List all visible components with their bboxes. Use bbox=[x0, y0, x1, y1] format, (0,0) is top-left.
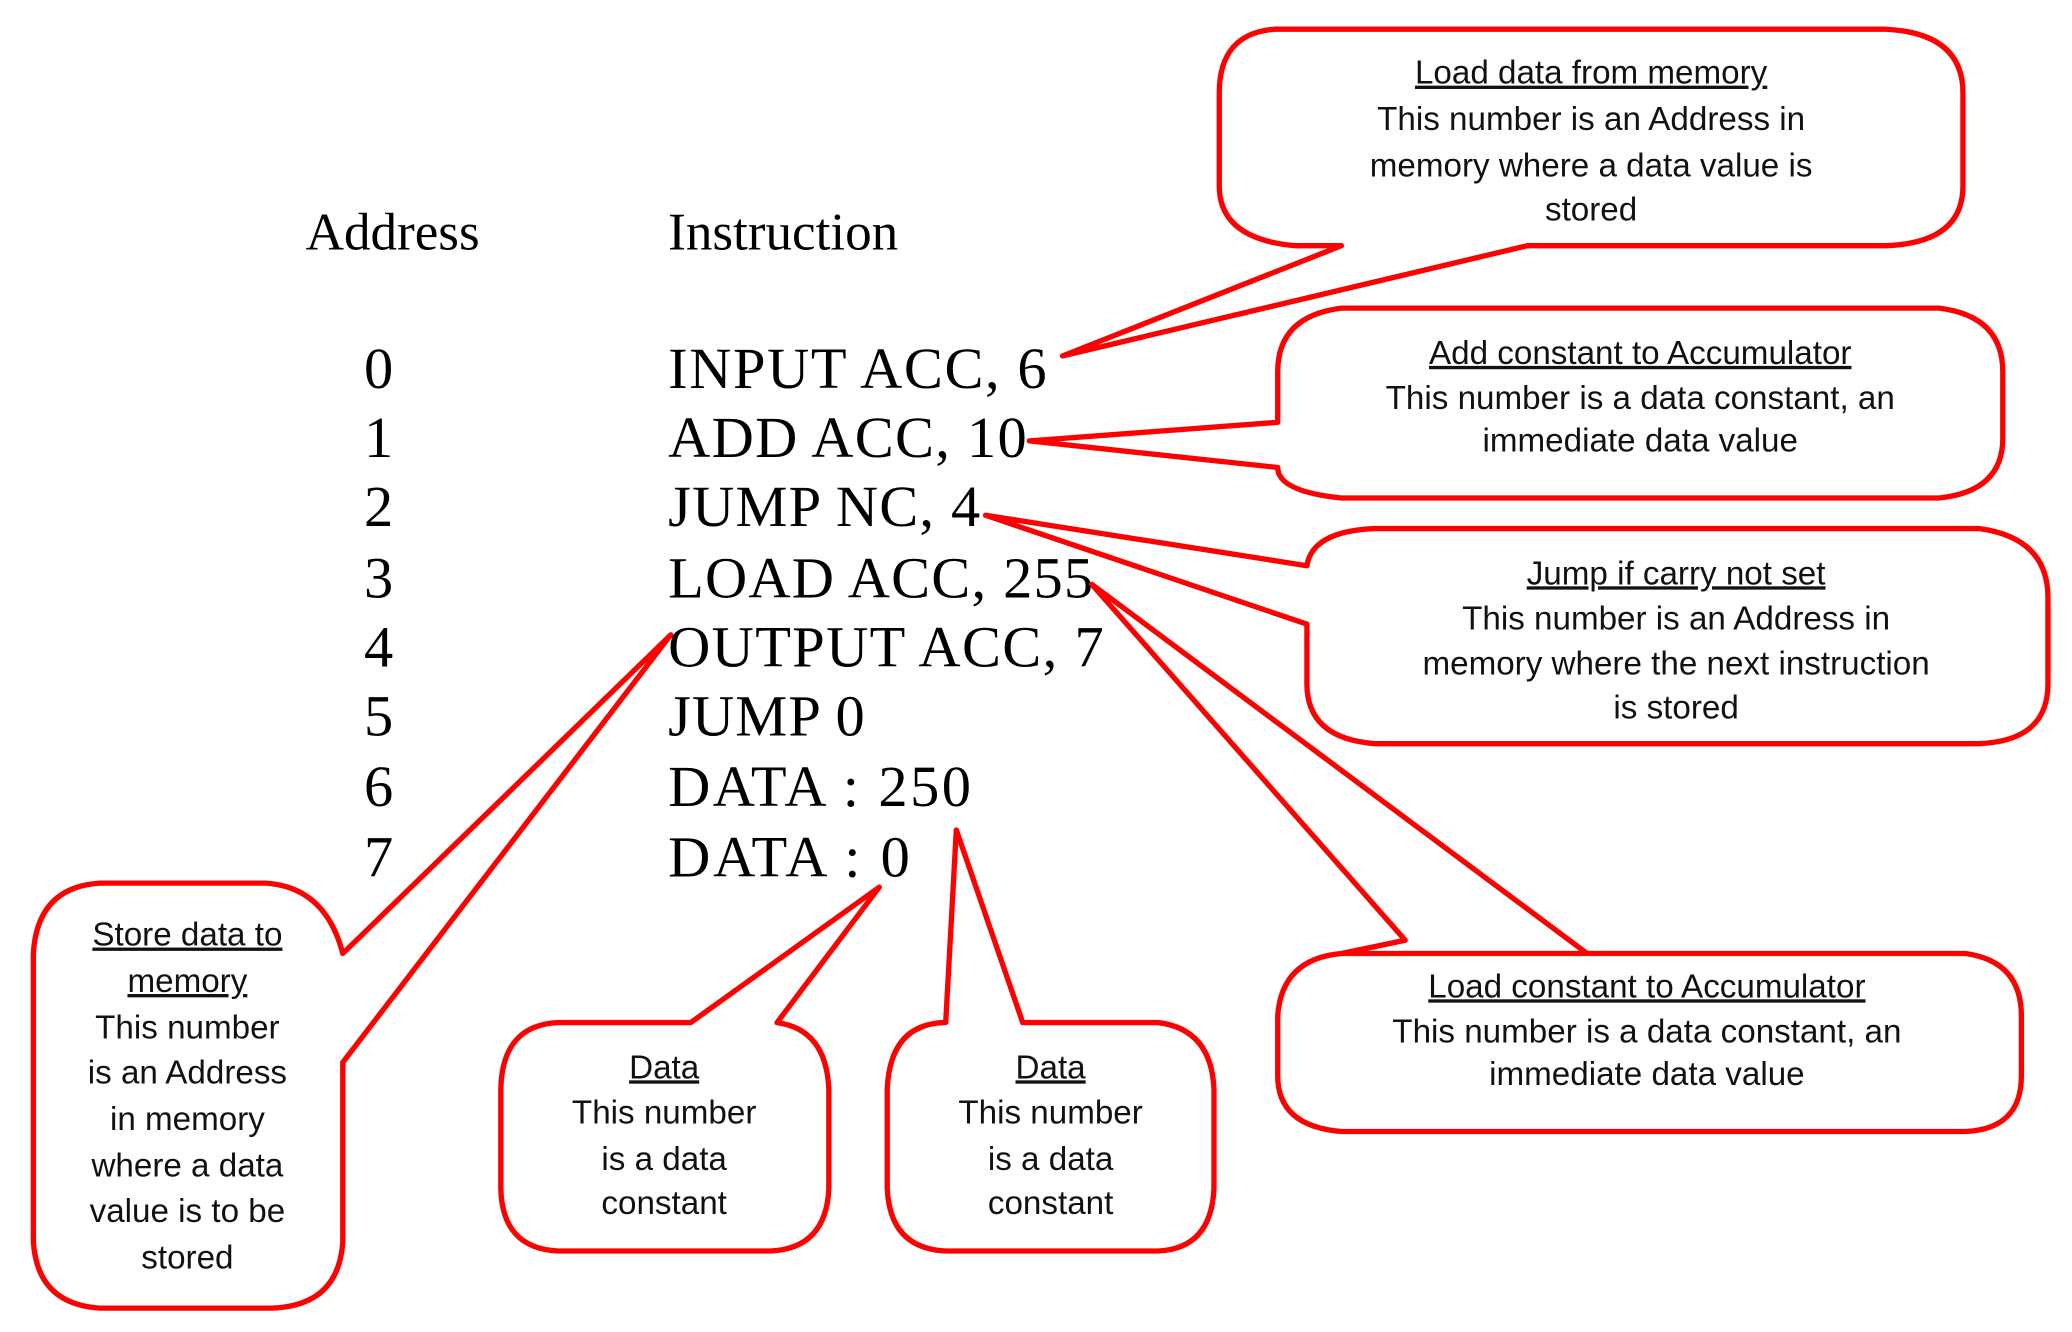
row-instruction: OUTPUT ACC, 7 bbox=[668, 615, 1104, 680]
row-address: 7 bbox=[364, 824, 393, 889]
callout-line: in memory bbox=[110, 1101, 265, 1138]
callout-line: is a data bbox=[601, 1141, 727, 1178]
callout-line: immediate data value bbox=[1483, 423, 1798, 460]
callout-title: Load data from memory bbox=[1415, 55, 1768, 92]
callout-load-data: Load data from memory This number is an … bbox=[1059, 26, 1966, 359]
callout-line: This number is a data constant, an bbox=[1386, 380, 1895, 417]
row-address: 5 bbox=[364, 684, 393, 749]
callout-title: Load constant to Accumulator bbox=[1428, 968, 1865, 1005]
callout-title: memory bbox=[127, 963, 247, 1000]
callout-line: value is to be bbox=[90, 1193, 286, 1230]
callout-line: immediate data value bbox=[1489, 1056, 1804, 1093]
row-instruction: DATA : 0 bbox=[668, 824, 910, 889]
callout-line: stored bbox=[141, 1239, 233, 1276]
callout-line: memory where the next instruction bbox=[1422, 646, 1929, 683]
callout-shape bbox=[1026, 305, 2006, 501]
callout-data-0: Data This number is a data constant bbox=[498, 884, 882, 1254]
callout-line: This number is an Address in bbox=[1462, 600, 1890, 637]
callout-title: Jump if carry not set bbox=[1527, 555, 1826, 592]
listing: 0 INPUT ACC, 6 1 ADD ACC, 10 2 JUMP NC, … bbox=[364, 336, 1104, 890]
callout-line: This number is an Address in bbox=[1377, 101, 1805, 138]
callout-line: is a data bbox=[988, 1141, 1114, 1178]
row-instruction: JUMP 0 bbox=[668, 684, 865, 749]
callout-title: Store data to bbox=[92, 917, 282, 954]
callout-line: constant bbox=[601, 1185, 726, 1222]
callout-title: Data bbox=[629, 1049, 700, 1086]
row-instruction: DATA : 250 bbox=[668, 754, 971, 819]
callout-load-constant: Load constant to Accumulator This number… bbox=[1089, 581, 2025, 1135]
row-instruction: LOAD ACC, 255 bbox=[668, 546, 1093, 611]
callout-shape bbox=[982, 512, 2051, 747]
callout-shape bbox=[1059, 26, 1966, 359]
callout-line: is stored bbox=[1613, 689, 1738, 726]
callout-line: This number bbox=[95, 1010, 279, 1047]
row-instruction: INPUT ACC, 6 bbox=[668, 336, 1046, 401]
callout-line: stored bbox=[1545, 191, 1637, 228]
callout-line: constant bbox=[988, 1185, 1113, 1222]
callout-line: This number is a data constant, an bbox=[1392, 1013, 1901, 1050]
row-address: 2 bbox=[364, 474, 393, 539]
callout-title: Data bbox=[1016, 1049, 1087, 1086]
row-address: 4 bbox=[364, 615, 393, 680]
callout-shape bbox=[1089, 581, 2025, 1135]
row-address: 6 bbox=[364, 754, 393, 819]
callout-shape bbox=[498, 884, 882, 1254]
callout-line: This number bbox=[572, 1095, 756, 1132]
callout-line: where a data bbox=[90, 1148, 283, 1185]
callout-store-data: Store data to memory This number is an A… bbox=[30, 632, 674, 1311]
callout-title: Add constant to Accumulator bbox=[1429, 335, 1851, 372]
row-address: 3 bbox=[364, 546, 393, 611]
callout-jump-nc: Jump if carry not set This number is an … bbox=[982, 512, 2051, 747]
row-address: 0 bbox=[364, 336, 393, 401]
callout-shape bbox=[30, 632, 674, 1311]
callout-line: This number bbox=[958, 1095, 1142, 1132]
row-instruction: ADD ACC, 10 bbox=[668, 405, 1027, 470]
callout-add-constant: Add constant to Accumulator This number … bbox=[1026, 305, 2006, 501]
address-header: Address bbox=[306, 204, 480, 262]
callout-line: is an Address bbox=[88, 1055, 287, 1092]
callout-line: memory where a data value is bbox=[1370, 148, 1813, 185]
row-address: 1 bbox=[364, 405, 393, 470]
callout-shape bbox=[884, 827, 1217, 1254]
row-instruction: JUMP NC, 4 bbox=[668, 474, 980, 539]
callout-data-250: Data This number is a data constant bbox=[884, 827, 1217, 1254]
instruction-header: Instruction bbox=[668, 204, 898, 262]
